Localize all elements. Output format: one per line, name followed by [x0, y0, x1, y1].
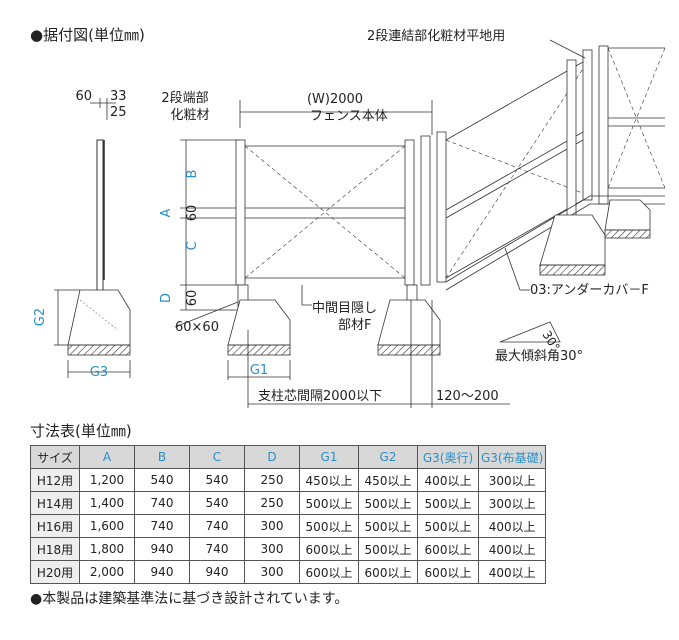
dim-bot-60: 60 [185, 290, 200, 307]
joint-label: 2段連結部化粧材平地用 [367, 29, 505, 44]
table-cell: 400以上 [477, 537, 547, 561]
dim-c: C [185, 241, 200, 250]
col-size: サイズ [30, 445, 80, 469]
table-cell: 740 [134, 491, 190, 515]
table-cell: 250 [244, 468, 300, 492]
table-cell: 940 [134, 560, 190, 584]
dim-mid-60: 60 [185, 205, 200, 222]
table-cell: 400以上 [417, 468, 479, 492]
table-heading: 寸法表(単位㎜) [30, 422, 132, 440]
table-header-row: サイズ A B C D G1 G2 G3(奥行) G3(布基礎) [30, 445, 547, 469]
table-cell: 500以上 [358, 491, 418, 515]
end-post-label-2: 化粧材 [170, 108, 209, 123]
max-angle-label: 最大傾斜角30° [495, 349, 583, 364]
width-label: (W)2000 [307, 92, 363, 107]
table-cell: 600以上 [299, 560, 359, 584]
table-cell: 500以上 [299, 491, 359, 515]
dim-33: 33 [110, 89, 127, 104]
table-cell: 450以上 [358, 468, 418, 492]
table-cell: 740 [189, 514, 245, 538]
col-g2: G2 [358, 445, 418, 469]
install-heading: ●据付図(単位㎜) [30, 26, 145, 44]
table-cell: 300以上 [477, 468, 547, 492]
table-cell: H20用 [30, 560, 80, 584]
col-g1: G1 [299, 445, 359, 469]
table-cell: 500以上 [299, 514, 359, 538]
dim-g2: G2 [33, 308, 48, 326]
footnote: ●本製品は建築基準法に基づき設計されています。 [30, 591, 349, 607]
table-cell: 940 [134, 537, 190, 561]
table-cell: 600以上 [358, 560, 418, 584]
install-drawing: 60 33 25 G2 G3 2段端部 化粧材 (W)2000 フェンス本体 2… [33, 29, 666, 408]
table-cell: 600以上 [417, 560, 479, 584]
post-pitch-label: 支柱芯間隔2000以下 [258, 389, 382, 404]
table-cell: 300 [244, 514, 300, 538]
table-cell: 1,800 [79, 537, 135, 561]
dim-g1: G1 [250, 363, 268, 378]
dim-b: B [185, 170, 200, 179]
table-cell: 540 [189, 491, 245, 515]
dim-a: A [159, 208, 174, 217]
col-g3-foundation: G3(布基礎) [477, 445, 547, 469]
table-row: H14用 1,400 740 540 250 500以上 500以上 500以上… [30, 491, 547, 515]
table-cell: 400以上 [477, 560, 547, 584]
table-cell: H14用 [30, 491, 80, 515]
table-cell: 300以上 [477, 491, 547, 515]
col-g3-depth: G3(奥行) [417, 445, 479, 469]
col-c: C [189, 445, 245, 469]
slope-view [445, 39, 666, 343]
dim-d: D [159, 293, 174, 303]
table-cell: 940 [189, 560, 245, 584]
table-cell: 600以上 [417, 537, 479, 561]
col-d: D [244, 445, 300, 469]
table-cell: 300 [244, 560, 300, 584]
table-cell: 450以上 [299, 468, 359, 492]
table-cell: 400以上 [477, 514, 547, 538]
table-row: H20用 2,000 940 940 300 600以上 600以上 600以上… [30, 560, 547, 584]
side-view [54, 98, 131, 378]
table-cell: 500以上 [417, 514, 479, 538]
table-row: H16用 1,600 740 740 300 500以上 500以上 500以上… [30, 514, 547, 538]
hide-part-label-2: 部材F [338, 318, 371, 333]
table-cell: H18用 [30, 537, 80, 561]
table-cell: 500以上 [358, 537, 418, 561]
range-label: 120～200 [436, 389, 499, 404]
dimension-table: サイズ A B C D G1 G2 G3(奥行) G3(布基礎) H12用 1,… [30, 445, 547, 584]
under-cover-label: 03:アンダーカバ－F [530, 283, 649, 298]
table-row: H12用 1,200 540 540 250 450以上 450以上 400以上… [30, 468, 547, 492]
table-cell: 540 [134, 468, 190, 492]
table-cell: 500以上 [358, 514, 418, 538]
dim-g3: G3 [90, 365, 108, 380]
end-post-label-1: 2段端部 [161, 91, 208, 106]
table-cell: 540 [189, 468, 245, 492]
table-cell: 1,400 [79, 491, 135, 515]
table-cell: 500以上 [417, 491, 479, 515]
table-cell: 250 [244, 491, 300, 515]
fence-body-label: フェンス本体 [310, 109, 388, 124]
table-cell: H12用 [30, 468, 80, 492]
dim-25: 25 [110, 105, 127, 120]
table-cell: 1,200 [79, 468, 135, 492]
table-cell: 300 [244, 537, 300, 561]
table-cell: 740 [134, 514, 190, 538]
table-cell: H16用 [30, 514, 80, 538]
hide-part-label-1: 中間目隠し [312, 301, 377, 316]
table-row: H18用 1,800 940 740 300 600以上 500以上 600以上… [30, 537, 547, 561]
table-cell: 1,600 [79, 514, 135, 538]
table-cell: 2,000 [79, 560, 135, 584]
col-b: B [134, 445, 190, 469]
col-a: A [79, 445, 135, 469]
dim-60: 60 [75, 89, 92, 104]
table-cell: 600以上 [299, 537, 359, 561]
post-size-label: 60×60 [175, 320, 219, 335]
front-view [174, 100, 510, 408]
table-cell: 740 [189, 537, 245, 561]
